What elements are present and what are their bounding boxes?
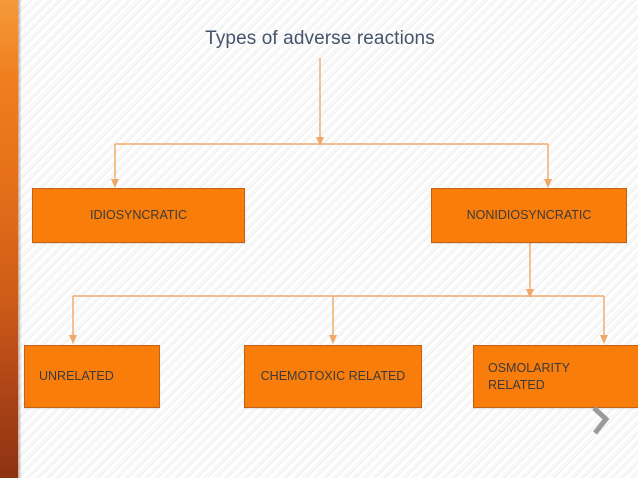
node-chemotoxic[interactable]: CHEMOTOXIC RELATED (244, 345, 422, 408)
node-osmolarity[interactable]: OSMOLARITY RELATED (473, 345, 638, 408)
node-unrelated-label: UNRELATED (39, 369, 114, 384)
left-accent-band (0, 0, 18, 478)
node-idiosyncratic-label: IDIOSYNCRATIC (90, 208, 187, 223)
node-unrelated[interactable]: UNRELATED (24, 345, 160, 408)
node-nonidiosyncratic-label: NONIDIOSYNCRATIC (466, 208, 592, 223)
node-chemotoxic-label: CHEMOTOXIC RELATED (260, 369, 406, 384)
left-accent-band-shadow (18, 0, 22, 478)
node-osmolarity-label: OSMOLARITY RELATED (488, 360, 570, 392)
page-title: Types of adverse reactions (205, 28, 435, 49)
node-idiosyncratic[interactable]: IDIOSYNCRATIC (32, 188, 245, 243)
chevron-right-icon[interactable] (588, 404, 614, 436)
node-nonidiosyncratic[interactable]: NONIDIOSYNCRATIC (431, 188, 627, 243)
